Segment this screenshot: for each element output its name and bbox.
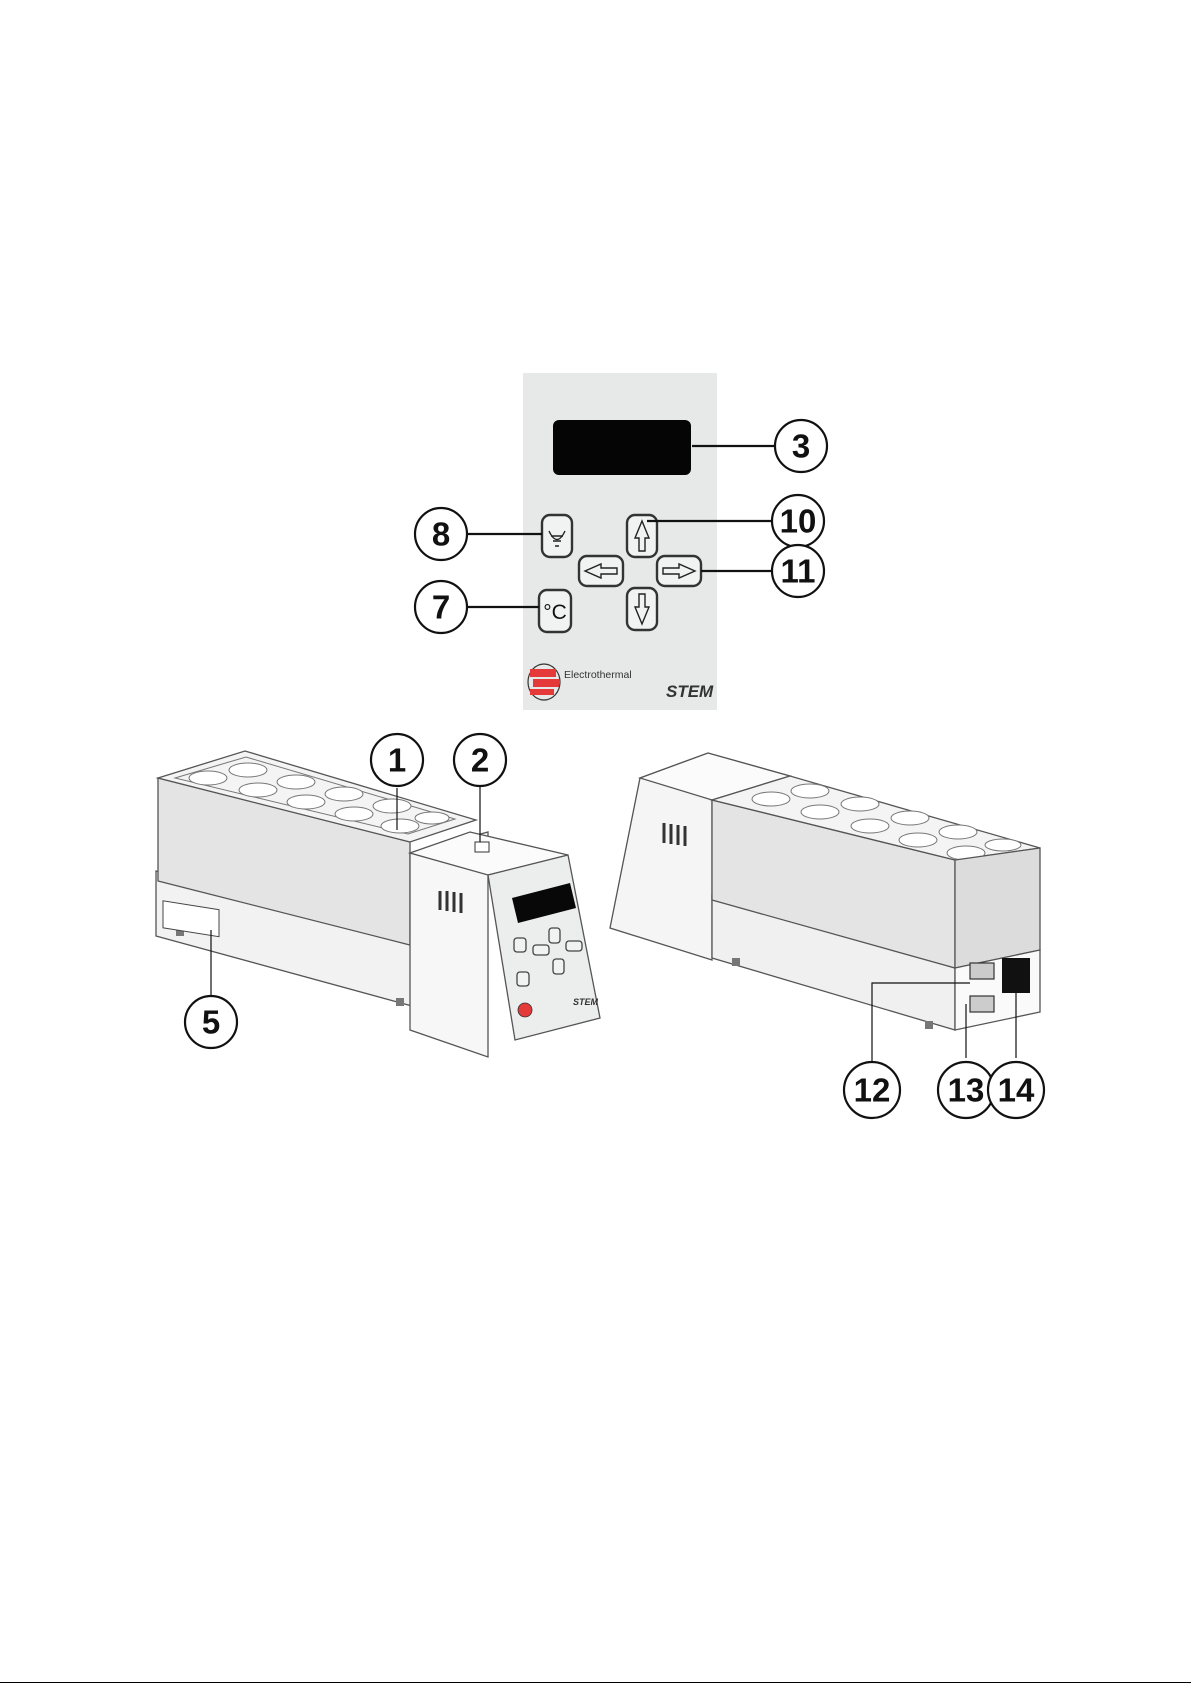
svg-text:1: 1 xyxy=(388,742,406,779)
svg-text:12: 12 xyxy=(854,1072,891,1109)
svg-text:7: 7 xyxy=(432,589,450,626)
callout-8: 8 xyxy=(415,508,467,560)
brand-name: Electrothermal xyxy=(564,669,632,681)
svg-text:10: 10 xyxy=(780,503,817,540)
svg-text:11: 11 xyxy=(781,553,816,590)
stir-key[interactable] xyxy=(542,515,572,557)
callout-5: 5 xyxy=(185,996,237,1048)
page-bottom-rule xyxy=(0,1682,1191,1683)
model-name: STEM xyxy=(666,682,714,701)
callout-10: 10 xyxy=(772,495,824,547)
callout-2: 2 xyxy=(454,734,506,786)
callout-13: 13 xyxy=(938,1062,994,1118)
celsius-key-label: °C xyxy=(543,601,567,624)
callout-1: 1 xyxy=(371,734,423,786)
down-arrow-key[interactable] xyxy=(627,588,657,630)
temperature-key[interactable]: °C xyxy=(539,590,571,632)
callout-14: 14 xyxy=(988,1062,1044,1118)
svg-text:3: 3 xyxy=(792,428,810,465)
callout-12: 12 xyxy=(844,1062,900,1118)
callout-11: 11 xyxy=(772,545,824,597)
rear-view-unit xyxy=(610,753,1040,1030)
callout-3: 3 xyxy=(775,420,827,472)
svg-text:2: 2 xyxy=(471,742,489,779)
right-arrow-key[interactable] xyxy=(657,556,701,586)
svg-text:8: 8 xyxy=(432,516,450,553)
display-screen xyxy=(553,420,691,475)
svg-text:5: 5 xyxy=(202,1004,220,1041)
svg-text:14: 14 xyxy=(998,1072,1035,1109)
left-arrow-key[interactable] xyxy=(579,556,623,586)
callout-7: 7 xyxy=(415,581,467,633)
model-name-small: STEM xyxy=(573,997,599,1007)
svg-text:13: 13 xyxy=(948,1072,985,1109)
control-panel: °C Electrothermal STEM xyxy=(523,373,717,710)
